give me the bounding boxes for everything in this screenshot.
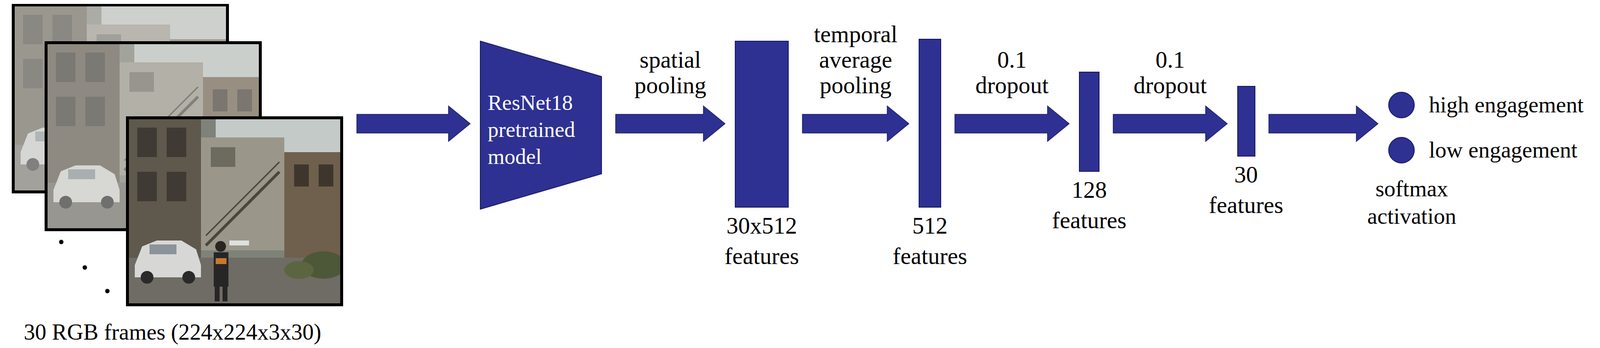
operation-label: spatial pooling [621, 47, 720, 99]
block-arrow [615, 105, 725, 142]
frame-art-part [127, 117, 342, 305]
feature-bar [734, 40, 789, 208]
frame-art-part [59, 239, 64, 245]
feature-bar [918, 38, 942, 208]
feature-layer: 30x512 features [715, 40, 809, 272]
node-text: low engagement [1428, 136, 1594, 164]
node-text: softmax activation [1343, 175, 1481, 230]
operation-label: 0.1 dropout [963, 47, 1062, 99]
output-neuron [1388, 137, 1415, 163]
arrow-label-box: 0.1 dropout [963, 47, 1062, 99]
block-arrow [1269, 105, 1379, 142]
frame-art-part [82, 265, 88, 270]
node-text: 30x512 features [715, 210, 809, 272]
frame-art-part [127, 117, 342, 305]
node-text: high engagement [1428, 91, 1594, 119]
feature-label: 30x512 features [715, 210, 809, 272]
feature-layer: 128 features [1042, 71, 1136, 236]
output-circle [1387, 136, 1416, 164]
node-text: 30 features [1199, 159, 1293, 221]
caption-box: 30 RGB frames (224x224x3x30) [6, 318, 339, 346]
video-frames-illustration [11, 3, 344, 306]
feature-label: 512 features [883, 210, 977, 272]
input-frames: 30 RGB frames (224x224x3x30) [11, 3, 344, 348]
operation-label: temporal average pooling [806, 21, 905, 99]
node-text: 512 features [883, 210, 977, 272]
class-label: low engagement [1428, 136, 1594, 164]
activation-label: softmax activation [1343, 175, 1481, 230]
output-neuron [1388, 92, 1415, 118]
arrow-label-box: 0.1 dropout [1121, 47, 1220, 99]
node-text: 30 RGB frames (224x224x3x30) [6, 318, 339, 346]
block-arrow [356, 105, 471, 142]
feature-bar [1237, 85, 1256, 157]
feature-layer: 512 features [883, 38, 977, 272]
feature-bar [1078, 71, 1100, 172]
node-text: 128 features [1042, 174, 1136, 236]
node-text: ResNet18 pretrained model [487, 89, 594, 171]
model-label: ResNet18 pretrained model [487, 89, 594, 171]
frame-art-part [127, 117, 344, 305]
block-arrow [1113, 105, 1228, 142]
frame-art-part [127, 117, 342, 305]
backbone-model: ResNet18 pretrained model [479, 40, 602, 210]
trapezoid-outline [480, 41, 602, 209]
block-arrow [802, 105, 909, 142]
feature-layer: 30 features [1199, 85, 1293, 221]
frame-art-part [105, 288, 110, 294]
output-unit: high engagement [1387, 91, 1594, 119]
block-arrow [954, 105, 1070, 142]
output-unit: low engagement [1387, 136, 1594, 164]
output-layer: softmax activationhigh engagementlow eng… [1387, 91, 1594, 230]
arrow-label-box: temporal average pooling [806, 21, 905, 99]
operation-label: 0.1 dropout [1121, 47, 1220, 99]
feature-label: 30 features [1199, 159, 1293, 221]
feature-label: 128 features [1042, 174, 1136, 236]
arrow-label-box: spatial pooling [621, 47, 720, 99]
output-circle [1387, 91, 1416, 119]
class-label: high engagement [1428, 91, 1594, 119]
